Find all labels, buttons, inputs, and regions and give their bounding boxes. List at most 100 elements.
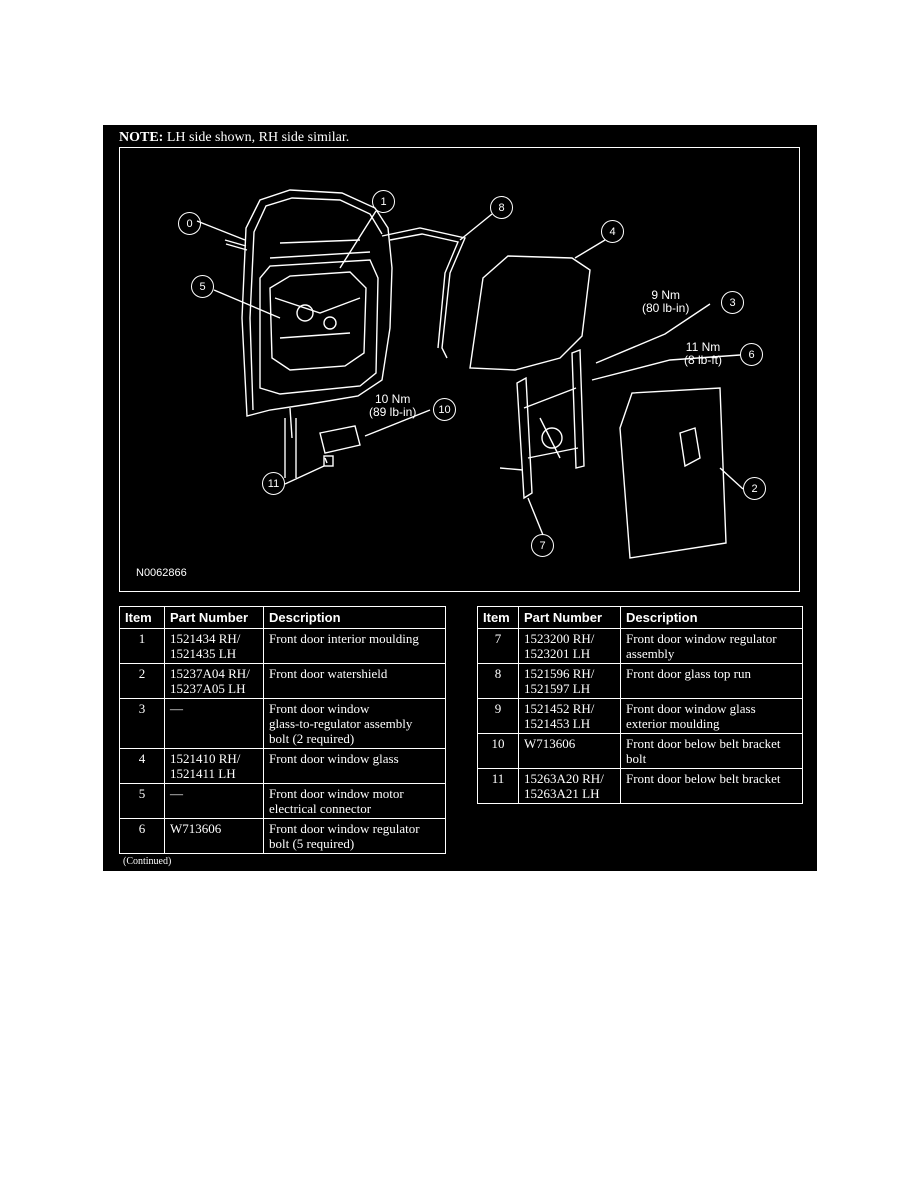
description-line: Front door window glass	[626, 701, 756, 716]
torque-spec-10: 10 Nm (89 lb-in)	[369, 393, 416, 419]
description-line: assembly	[626, 646, 675, 661]
note-text: LH side shown, RH side similar.	[163, 130, 350, 145]
callout-4: 4	[601, 220, 624, 243]
cell-part-number: 15263A20 RH/15263A21 LH	[518, 768, 621, 804]
part-number-line: 15237A05 LH	[170, 681, 246, 696]
torque-3-imperial: (80 lb-in)	[642, 301, 690, 315]
exploded-view-diagram: 0 1 8 4 5 3 6 10 11 2 7 9 Nm (80 lb-in) …	[119, 147, 800, 592]
cell-item: 9	[477, 698, 519, 734]
cell-part-number: —	[164, 698, 264, 749]
note-label: NOTE:	[119, 130, 164, 145]
part-number-line: 1523200 RH/	[524, 631, 595, 646]
cell-item: 2	[119, 663, 165, 699]
continued-note: (Continued)	[123, 856, 172, 867]
cell-part-number: 15237A04 RH/15237A05 LH	[164, 663, 264, 699]
torque-3-nm: 9 Nm	[651, 288, 681, 302]
cell-description: Front door interior moulding	[263, 628, 446, 664]
cell-description: Front door below belt bracket	[620, 768, 803, 804]
cell-part-number: 1521596 RH/1521597 LH	[518, 663, 621, 699]
callout-10: 10	[433, 398, 456, 421]
part-number-line: 1521452 RH/	[524, 701, 595, 716]
description-line: exterior moulding	[626, 716, 720, 731]
table-header-row: Item Part Number Description	[119, 606, 446, 629]
callout-2: 2	[743, 477, 766, 500]
description-line: Front door watershield	[269, 666, 388, 681]
torque-10-nm: 10 Nm	[375, 392, 411, 406]
part-number-line: 1521411 LH	[170, 766, 236, 781]
cell-part-number: 1521434 RH/1521435 LH	[164, 628, 264, 664]
cell-part-number: 1521410 RH/1521411 LH	[164, 748, 264, 784]
cell-description: Front door watershield	[263, 663, 446, 699]
callout-0: 0	[178, 212, 201, 235]
part-number-line: 1521596 RH/	[524, 666, 595, 681]
part-number-line: 1521453 LH	[524, 716, 591, 731]
description-line: electrical connector	[269, 801, 372, 816]
figure-id: N0062866	[136, 567, 187, 579]
cell-item: 10	[477, 733, 519, 769]
table-header-row: Item Part Number Description	[477, 606, 803, 629]
callout-8: 8	[490, 196, 513, 219]
description-line: bolt (2 required)	[269, 731, 355, 746]
part-number-line: 1521434 RH/	[170, 631, 241, 646]
part-number-line: 15237A04 RH/	[170, 666, 250, 681]
torque-10-imperial: (89 lb-in)	[369, 405, 417, 419]
cell-description: Front door glass top run	[620, 663, 803, 699]
callout-1: 1	[372, 190, 395, 213]
description-line: bolt (5 required)	[269, 836, 355, 851]
description-line: glass-to-regulator assembly	[269, 716, 413, 731]
description-line: Front door window motor	[269, 786, 404, 801]
figure-note: NOTE: LH side shown, RH side similar.	[119, 130, 349, 146]
part-number-line: 15263A20 RH/	[524, 771, 604, 786]
cell-item: 4	[119, 748, 165, 784]
part-number-line: 1521410 RH/	[170, 751, 241, 766]
header-item: Item	[477, 606, 519, 629]
torque-spec-6: 11 Nm (8 lb-ft)	[684, 341, 722, 367]
callout-6: 6	[740, 343, 763, 366]
header-part-number: Part Number	[164, 606, 264, 629]
part-number-line: W713606	[524, 736, 576, 751]
torque-6-nm: 11 Nm	[685, 340, 721, 354]
part-number-line: —	[170, 701, 183, 716]
cell-item: 3	[119, 698, 165, 749]
cell-item: 11	[477, 768, 519, 804]
part-number-line: 1521597 LH	[524, 681, 591, 696]
description-line: Front door interior moulding	[269, 631, 419, 646]
callout-7: 7	[531, 534, 554, 557]
part-number-line: W713606	[170, 821, 222, 836]
description-line: Front door glass top run	[626, 666, 751, 681]
callout-5: 5	[191, 275, 214, 298]
cell-item: 6	[119, 818, 165, 854]
header-part-number: Part Number	[518, 606, 621, 629]
cell-part-number: W713606	[164, 818, 264, 854]
cell-part-number: —	[164, 783, 264, 819]
torque-spec-3: 9 Nm (80 lb-in)	[642, 289, 689, 315]
description-line: Front door window regulator	[626, 631, 777, 646]
part-number-line: 15263A21 LH	[524, 786, 600, 801]
cell-part-number: 1521452 RH/1521453 LH	[518, 698, 621, 734]
torque-6-imperial: (8 lb-ft)	[684, 353, 723, 367]
description-line: Front door below belt bracket	[626, 736, 781, 751]
part-number-line: —	[170, 786, 183, 801]
cell-item: 8	[477, 663, 519, 699]
description-line: Front door window	[269, 701, 370, 716]
part-number-line: 1523201 LH	[524, 646, 591, 661]
callout-11: 11	[262, 472, 285, 495]
